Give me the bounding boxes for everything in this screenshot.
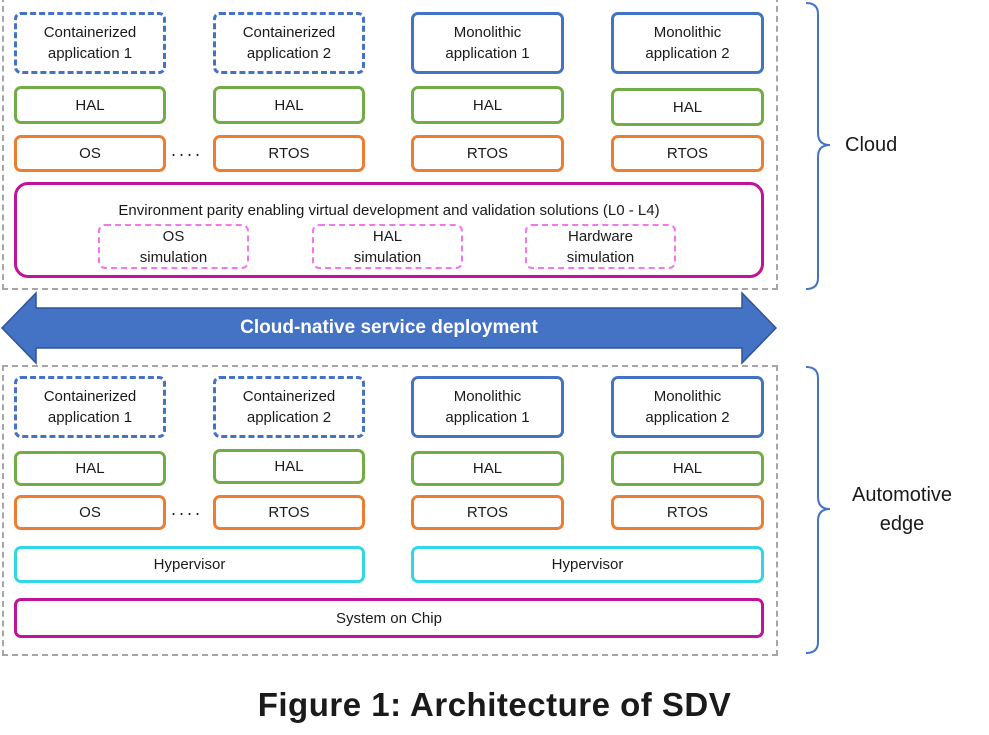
cloud-os-4: RTOS — [611, 135, 764, 172]
edge-monolithic-app-2: Monolithic application 2 — [611, 376, 764, 438]
system-on-chip: System on Chip — [14, 598, 764, 638]
cloud-label: Cloud — [845, 134, 898, 156]
edge-brace — [805, 366, 831, 654]
cloud-hal-1: HAL — [14, 86, 166, 124]
automotive-edge-label: Automotive edge — [852, 484, 953, 535]
edge-hal-3: HAL — [411, 451, 564, 486]
edge-os-4: RTOS — [611, 495, 764, 530]
cloud-ellipsis: .... — [171, 140, 204, 160]
edge-containerized-app-2: Containerized application 2 — [213, 376, 365, 438]
edge-os-3: RTOS — [411, 495, 564, 530]
cloud-monolithic-app-2: Monolithic application 2 — [611, 12, 764, 74]
deployment-arrow-label: Cloud-native service deployment — [240, 317, 538, 338]
figure-caption: Figure 1: Architecture of SDV — [257, 686, 732, 723]
edge-region — [2, 365, 778, 656]
edge-hypervisor-1: Hypervisor — [14, 546, 365, 583]
environment-parity-title: Environment parity enabling virtual deve… — [118, 202, 660, 219]
edge-hal-4: HAL — [611, 451, 764, 486]
cloud-os-2: RTOS — [213, 135, 365, 172]
edge-os-2: RTOS — [213, 495, 365, 530]
edge-os-1: OS — [14, 495, 166, 530]
cloud-hal-2: HAL — [213, 86, 365, 124]
cloud-containerized-app-1: Containerized application 1 — [14, 12, 166, 74]
edge-ellipsis: .... — [171, 499, 204, 519]
cloud-brace — [805, 2, 831, 290]
cloud-os-1: OS — [14, 135, 166, 172]
edge-containerized-app-1: Containerized application 1 — [14, 376, 166, 438]
os-simulation: OS simulation — [98, 224, 249, 269]
cloud-hal-3: HAL — [411, 86, 564, 124]
cloud-monolithic-app-1: Monolithic application 1 — [411, 12, 564, 74]
edge-hal-1: HAL — [14, 451, 166, 486]
cloud-containerized-app-2: Containerized application 2 — [213, 12, 365, 74]
cloud-hal-4: HAL — [611, 88, 764, 126]
edge-hal-2: HAL — [213, 449, 365, 484]
edge-monolithic-app-1: Monolithic application 1 — [411, 376, 564, 438]
deployment-arrow — [0, 291, 778, 365]
hal-simulation: HAL simulation — [312, 224, 463, 269]
cloud-os-3: RTOS — [411, 135, 564, 172]
edge-hypervisor-2: Hypervisor — [411, 546, 764, 583]
cloud-region — [2, 0, 778, 290]
hardware-simulation: Hardware simulation — [525, 224, 676, 269]
